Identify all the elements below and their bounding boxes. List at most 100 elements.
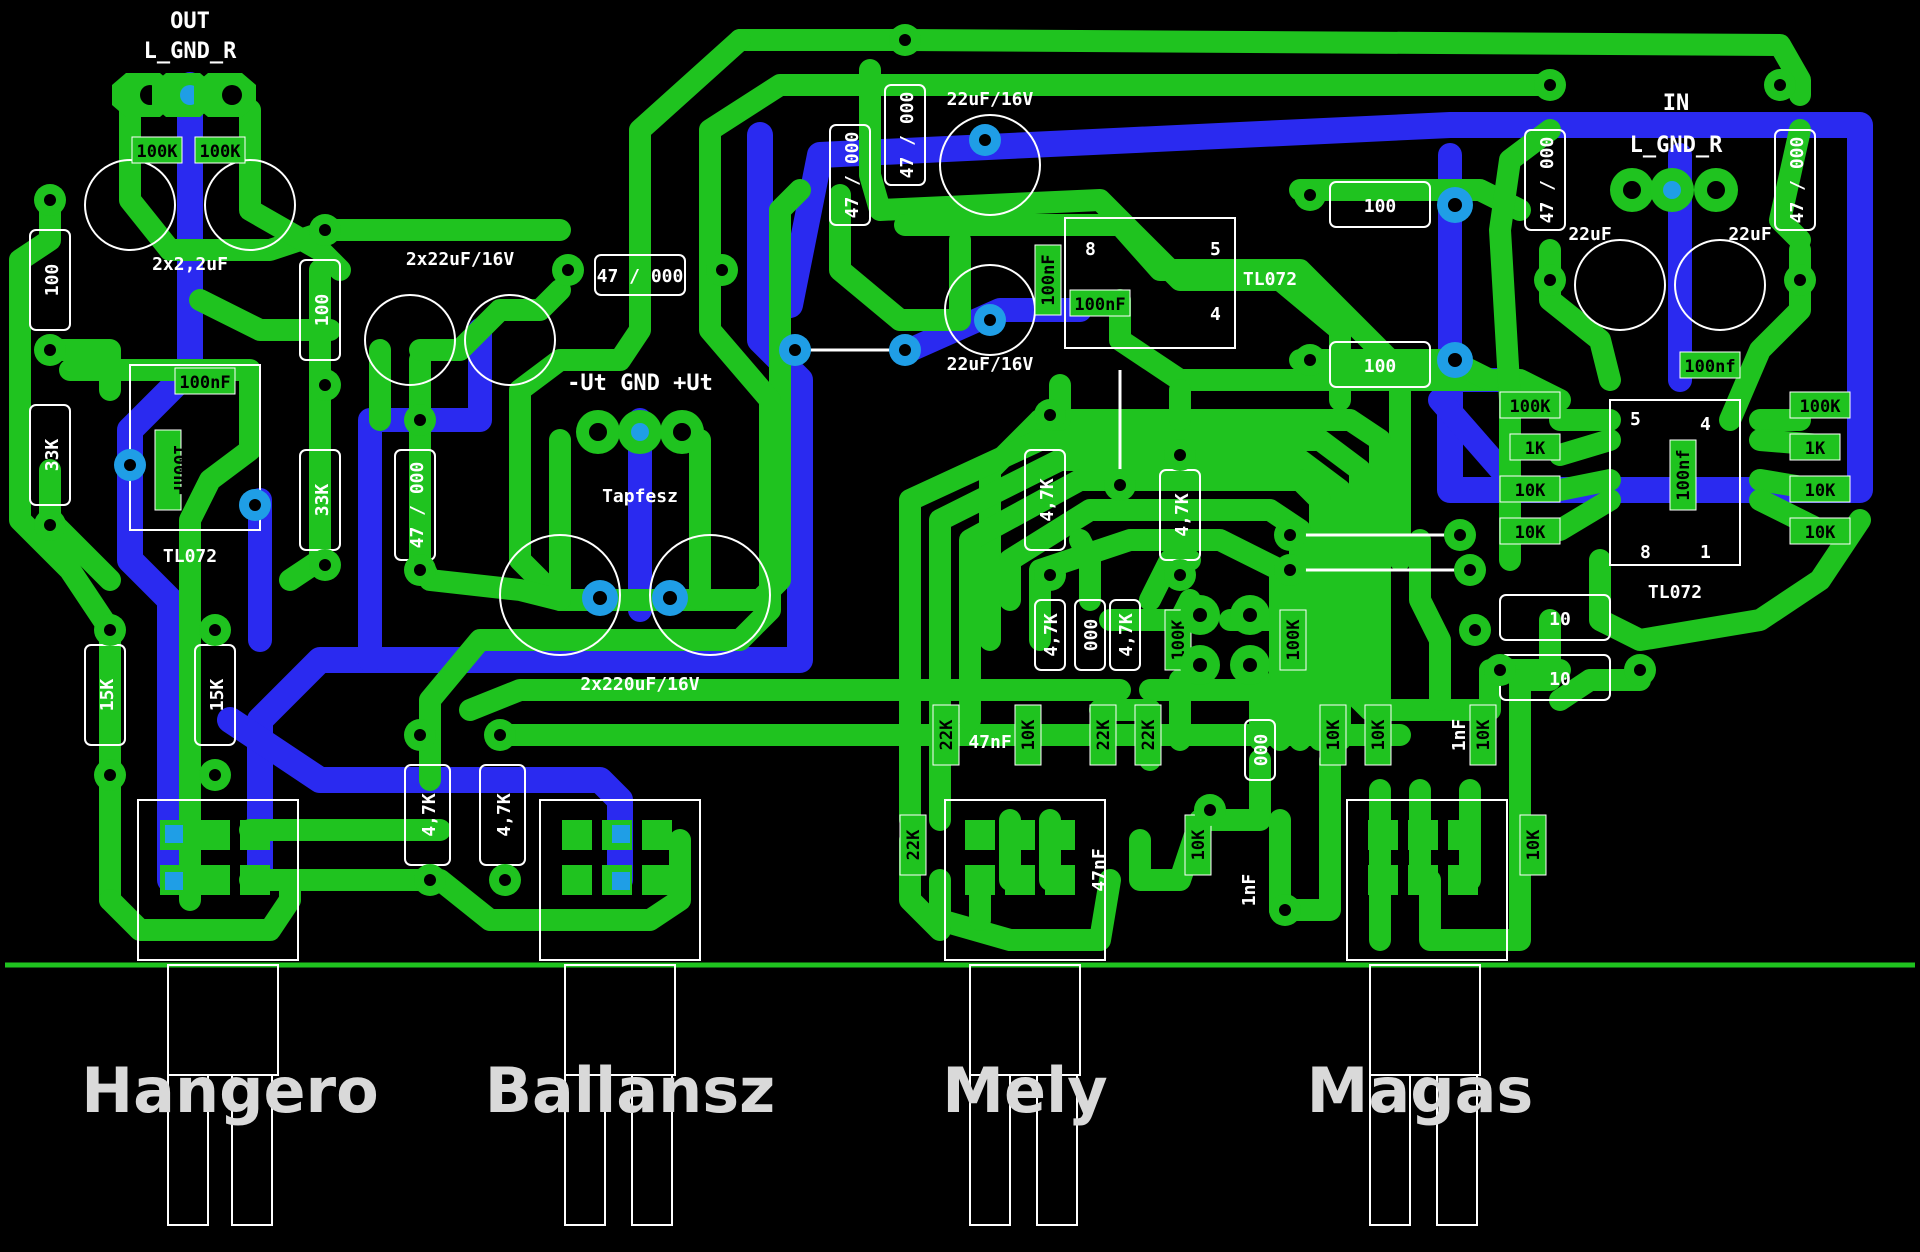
c100nf-1: 100nF	[179, 373, 230, 393]
r22k-2: 22K	[1094, 719, 1114, 750]
r22k-3: 22K	[1139, 719, 1159, 750]
r100k-c: 100K	[1510, 397, 1552, 417]
r10k-2: 10K	[1515, 523, 1546, 543]
pot-pads	[160, 820, 1478, 895]
potentiometers: Hangero Ballansz Mely Magas	[81, 799, 1534, 1226]
r47k-f: 4,7K	[494, 793, 515, 837]
r47-6: 47 / 000	[1787, 137, 1808, 224]
pot-mely: Mely	[942, 799, 1108, 1226]
r47k-c: 4,7K	[1041, 613, 1062, 657]
pot-label-magas: Magas	[1307, 1054, 1534, 1127]
cap-in-r-label: 22uF	[1728, 224, 1771, 245]
r15k-b: 15K	[207, 679, 228, 712]
c1nf-a: 1nF	[1449, 719, 1470, 752]
ic-right-pin-1: 1	[1700, 542, 1711, 563]
r33k-b: 33K	[312, 484, 333, 517]
r100-bot: 100	[1364, 356, 1397, 377]
cap-top-label: 22uF/16V	[947, 89, 1034, 110]
r10k-9: 10K	[1189, 829, 1209, 860]
ic-right: TL072 5 4 8 1	[1609, 399, 1741, 603]
r10k-3: 10K	[1805, 481, 1836, 501]
jumpers	[800, 348, 1470, 572]
r47k-b: 4,7K	[1172, 493, 1193, 537]
out-label: OUT	[170, 9, 210, 34]
pot-hangero: Hangero	[81, 799, 379, 1226]
c47nf-a: 47nF	[968, 732, 1011, 753]
pot-magas: Magas	[1307, 799, 1534, 1226]
power-name: Tapfesz	[602, 486, 678, 507]
ic-mid-label: TL072	[1243, 269, 1297, 290]
ic-right-pin-5: 5	[1630, 409, 1641, 430]
out-connector: OUT L_GND_R	[112, 9, 256, 117]
r22k-1: 22K	[937, 719, 957, 750]
c100nf-4: 100nF	[1074, 295, 1125, 315]
r10-b: 10	[1549, 669, 1571, 690]
ic-left-label: TL072	[163, 546, 217, 567]
cap-out-label: 2x2,2uF	[152, 254, 228, 275]
r100k-d: 100K	[1800, 397, 1842, 417]
r22k-4: 22K	[904, 829, 924, 860]
ic-left: TL072	[129, 364, 261, 567]
ic-right-pin-8: 8	[1640, 542, 1651, 563]
c100nf-6: 100nf	[1674, 449, 1694, 500]
ic-right-label: TL072	[1648, 582, 1702, 603]
c100nf-5: 100nf	[1684, 357, 1735, 377]
r33k-a: 33K	[42, 439, 63, 472]
r47k-d: 4,7K	[1116, 613, 1137, 657]
cap-mid-label: 22uF/16V	[947, 354, 1034, 375]
r10k-7: 10K	[1369, 719, 1389, 750]
resistors: 100 100 33K 33K 15K 15K 47 / 000 47 / 00…	[29, 84, 1816, 866]
smd-parts: 100K 100K 100nF 100nF 100nF 100nF 100nf …	[131, 136, 1851, 907]
r10k-10: 10K	[1524, 829, 1544, 860]
ic-mid-pin-5: 5	[1210, 239, 1221, 260]
r10k-5: 10K	[1019, 719, 1039, 750]
r1k-b: 1K	[1805, 439, 1826, 459]
pot-label-hangero: Hangero	[81, 1054, 378, 1127]
r47-3: 47 / 000	[842, 132, 863, 219]
r100-left: 100	[42, 264, 63, 297]
r10k-1: 10K	[1515, 481, 1546, 501]
r100-top: 100	[1364, 196, 1397, 217]
in-connector: IN L_GND_R	[1610, 91, 1738, 212]
c1nf-b: 1nF	[1239, 874, 1260, 907]
r100k-f: 100K	[1284, 619, 1304, 661]
pot-label-mely: Mely	[942, 1054, 1107, 1127]
cap-22-label: 2x22uF/16V	[406, 249, 515, 270]
r000-b: 000	[1251, 734, 1272, 767]
ic-mid-pin-4: 4	[1210, 304, 1221, 325]
cap-220-label: 2x220uF/16V	[580, 674, 699, 695]
pads-and-vias	[34, 24, 1816, 926]
c100nf-2: 100nF	[169, 444, 189, 495]
pot-ballansz: Ballansz	[485, 799, 776, 1226]
r100k-a: 100K	[137, 142, 179, 162]
r100-mid: 100	[312, 294, 333, 327]
r100k-e: 100K	[1169, 619, 1189, 661]
r10-a: 10	[1549, 609, 1571, 630]
pot-label-ballansz: Ballansz	[485, 1054, 776, 1127]
r10k-6: 10K	[1324, 719, 1344, 750]
in-connector-label: L_GND_R	[1630, 133, 1723, 158]
ic-mid-pin-8: 8	[1085, 239, 1096, 260]
r15k-a: 15K	[97, 679, 118, 712]
r47-5: 47 / 000	[1537, 137, 1558, 224]
r47-4: 47 / 000	[897, 92, 918, 179]
ic-mid: TL072 8 5 4	[1064, 217, 1297, 349]
r10k-4: 10K	[1805, 523, 1836, 543]
out-connector-label: L_GND_R	[144, 39, 237, 64]
in-label: IN	[1663, 91, 1690, 116]
r1k-a: 1K	[1525, 439, 1546, 459]
cap-in-l-label: 22uF	[1568, 224, 1611, 245]
power-label: -Ut GND +Ut	[567, 371, 713, 396]
r47-2: 47 / 000	[597, 266, 684, 287]
r47k-a: 4,7K	[1037, 478, 1058, 522]
r47k-e: 4,7K	[419, 793, 440, 837]
r000: 000	[1081, 619, 1102, 652]
r47-1: 47 / 000	[407, 462, 428, 549]
r100k-b: 100K	[200, 142, 242, 162]
c100nf-3: 100nF	[1039, 254, 1059, 305]
ic-right-pin-4: 4	[1700, 414, 1711, 435]
c47nf-b: 47nF	[1089, 848, 1110, 891]
power-connector: -Ut GND +Ut Tapfesz	[567, 371, 713, 507]
r10k-8: 10K	[1474, 719, 1494, 750]
